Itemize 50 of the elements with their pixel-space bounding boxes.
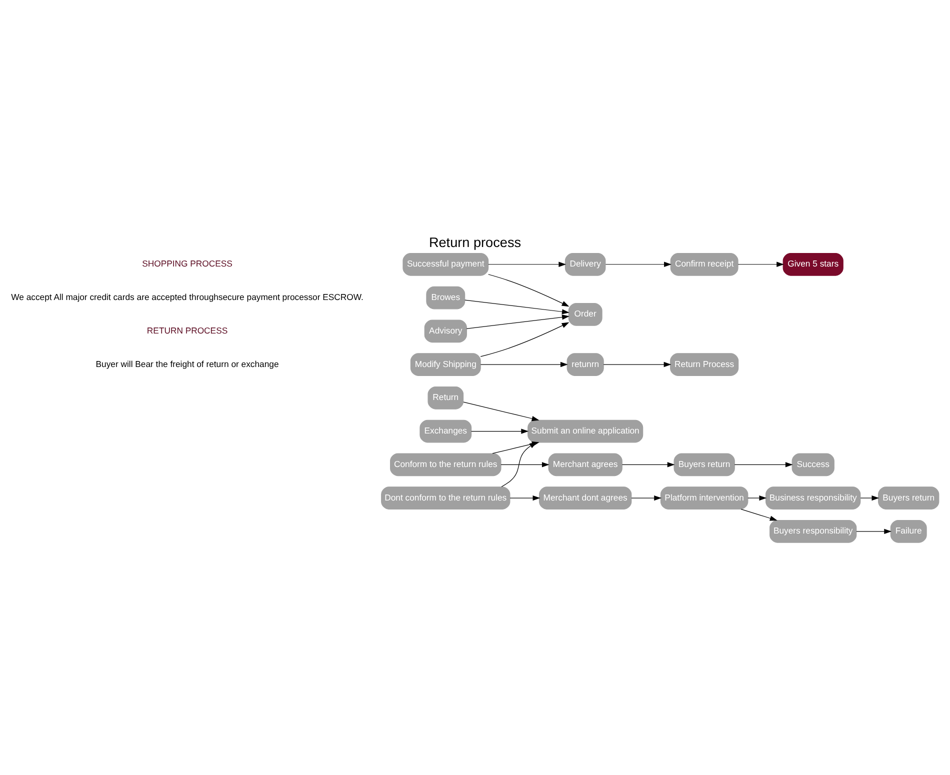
node-box: Buyers responsibility <box>770 519 857 542</box>
node-box: Business responsibility <box>766 486 861 509</box>
arrow <box>464 299 570 314</box>
node-box: Merchant dont agrees <box>538 486 632 509</box>
label: SHOPPING PROCESS <box>142 258 232 268</box>
arrow <box>734 462 793 467</box>
arrow <box>510 494 540 500</box>
node-box: Return <box>428 386 464 409</box>
node-box: Platform intervention <box>660 486 748 509</box>
arrow <box>488 261 566 266</box>
arrow <box>466 314 570 328</box>
diagram-title: Return process <box>428 234 522 250</box>
node-box: Exchanges <box>420 419 472 442</box>
node-box: Failure <box>890 519 927 542</box>
arrow <box>488 274 570 306</box>
label: We accept All major credit cards are accepted throughsecure payment processor ESCROW. <box>11 292 364 302</box>
arrow <box>501 441 537 487</box>
node-box: Return Process <box>670 352 739 376</box>
arrow <box>748 494 767 500</box>
arrow <box>500 462 550 467</box>
node-box: retunrn <box>566 352 604 376</box>
arrow <box>603 361 672 367</box>
node-box: Advisory <box>424 319 467 342</box>
node-box: Order <box>568 302 602 326</box>
arrow <box>605 261 672 266</box>
arrow <box>622 462 675 467</box>
node-box: Successful payment <box>402 252 489 276</box>
arrow <box>463 401 540 421</box>
label: RETURN PROCESS <box>146 324 228 335</box>
arrow <box>740 508 778 520</box>
node-box: Delivery <box>564 252 606 276</box>
arrow <box>480 322 570 356</box>
arrow <box>631 494 662 500</box>
node-box: Conform to the return rules <box>390 452 502 476</box>
node-box: Merchant agrees <box>548 452 622 476</box>
arrow <box>471 428 529 434</box>
label: Buyer will Bear the freight of return or exchange <box>96 358 279 368</box>
node-box: Dont conform to the return rules <box>381 486 510 509</box>
node-box: Submit an online application <box>528 419 644 442</box>
node-box: Browes <box>426 286 466 309</box>
node-box: Given 5 stars <box>782 252 844 276</box>
arrow <box>480 361 568 367</box>
node-box: Buyers return <box>878 486 940 509</box>
arrow <box>738 261 784 266</box>
arrow <box>856 528 892 534</box>
node-box: Confirm receipt <box>670 252 738 276</box>
node-box: Buyers return <box>674 452 735 476</box>
node-box: Modify Shipping <box>410 352 481 376</box>
node-box: Success <box>792 452 834 476</box>
arrow <box>860 494 880 500</box>
